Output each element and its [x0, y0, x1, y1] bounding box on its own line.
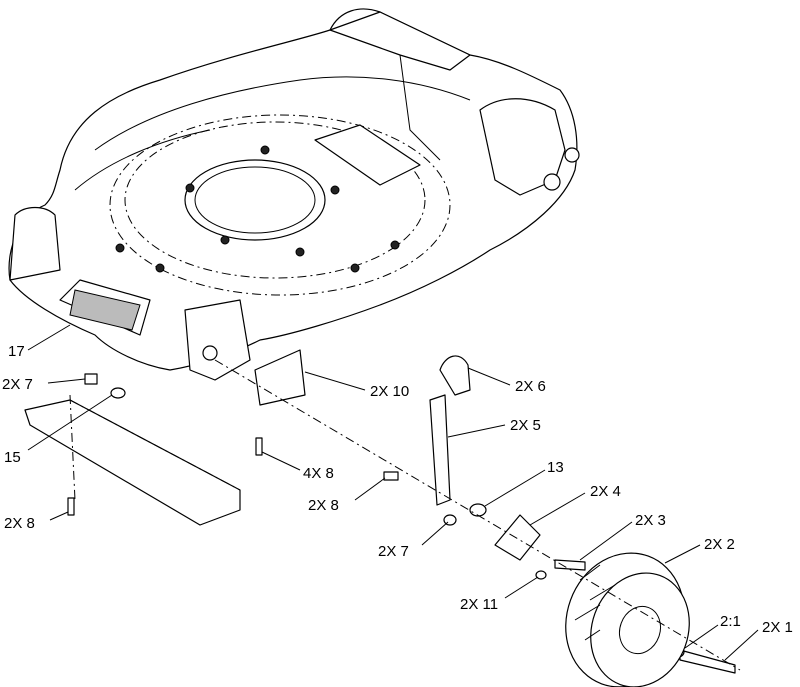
left-bolt-centerline: [69, 394, 76, 501]
bolt-2x8-left: [67, 497, 75, 516]
label-2x8-left: 2X 8: [4, 515, 35, 532]
adjuster-plate-2x10: [254, 349, 306, 406]
hardware: [67, 373, 736, 674]
height-adjust-lever: [429, 355, 471, 506]
label-4x8: 4X 8: [303, 465, 334, 482]
label-2x7-left: 2X 7: [2, 376, 33, 393]
label-2x1: 2X 1: [762, 619, 793, 636]
bolt-2x8-mid: [383, 471, 399, 481]
callout-labels: 17 2X 7 15 2X 8 2X 10 4X 8 2X 8 2X 6 2X …: [2, 343, 793, 636]
label-2x10: 2X 10: [370, 383, 409, 400]
label-13: 13: [547, 459, 564, 476]
bolt-2x1: [679, 649, 736, 674]
label-2x11: 2X 11: [460, 596, 498, 613]
label-2x7-mid: 2X 7: [378, 543, 409, 560]
label-2x4: 2X 4: [590, 483, 621, 500]
leader-lines: [27, 324, 759, 661]
wheel-assembly: [565, 552, 690, 687]
label-2x3: 2X 3: [635, 512, 666, 529]
washer-2x11: [535, 570, 547, 580]
washer-15: [110, 387, 126, 399]
spacer-13: [469, 503, 487, 517]
label-2to1: 2:1: [720, 613, 741, 630]
wheel-mount-2x4: [494, 514, 541, 561]
bolt-2x3: [554, 559, 586, 571]
bolt-4x8: [255, 437, 263, 456]
label-17: 17: [8, 343, 25, 360]
nut-2x7-left: [84, 373, 98, 385]
mower-deck-housing: [8, 8, 580, 381]
label-15: 15: [4, 449, 21, 466]
label-2x8-mid: 2X 8: [308, 497, 339, 514]
axle-centerline: [214, 359, 741, 671]
label-2x5: 2X 5: [510, 417, 541, 434]
label-2x2: 2X 2: [704, 536, 735, 553]
label-2x6: 2X 6: [515, 378, 546, 395]
axle-cover-plate: [24, 399, 241, 526]
